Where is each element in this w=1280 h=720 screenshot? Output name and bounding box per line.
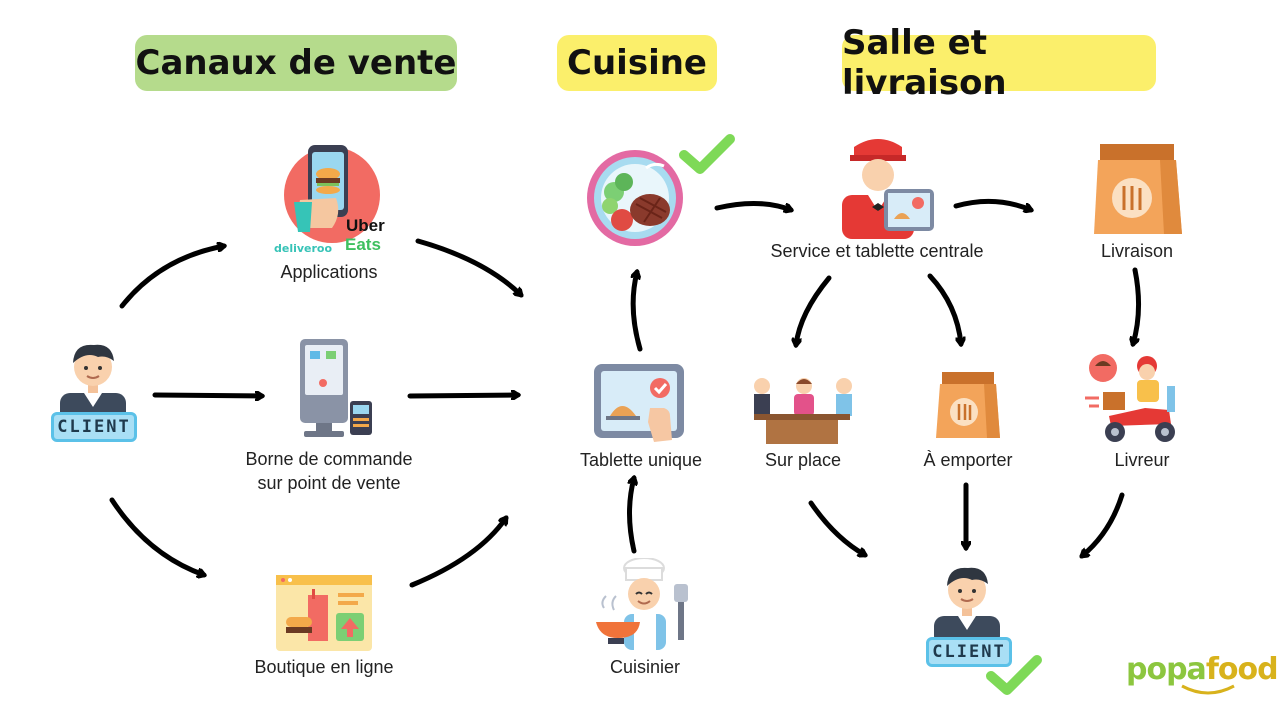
check-client-icon: [986, 655, 1042, 695]
dish-icon: [587, 150, 683, 246]
label-tablette-unique: Tablette unique: [579, 450, 703, 470]
arrow-dish-to-service: [714, 200, 791, 210]
delivery-bag-icon: [1094, 144, 1182, 234]
eats-logo: Eats: [345, 235, 381, 254]
arrow-service-to-dinein: [796, 275, 832, 345]
cook-icon: [596, 558, 688, 650]
arrow-client-to-kiosk: [152, 395, 262, 396]
logo-food: food: [1205, 652, 1279, 687]
dine-in-table-icon: [754, 378, 852, 444]
kiosk-icon: [300, 339, 372, 437]
arrow-service-to-delivery: [953, 198, 1031, 210]
waiter-tablet-icon: [842, 139, 934, 239]
label-cuisinier: Cuisinier: [609, 657, 681, 677]
label-sur-place: Sur place: [764, 450, 842, 470]
arrow-shop-to-tablet: [409, 518, 509, 588]
arrow-delivery-to-courier: [1133, 267, 1142, 344]
header-canaux-de-vente: Canaux de vente: [135, 35, 457, 91]
label-applications: Applications: [280, 262, 378, 282]
header-salle-et-livraison: Salle et livraison: [842, 23, 1156, 103]
header-cuisine: Cuisine: [557, 35, 717, 91]
logo-smile-icon: [1181, 684, 1235, 695]
arrow-tablet-to-dish: [633, 272, 643, 352]
check-kitchen-icon: [679, 134, 735, 174]
delivery-apps-icon: [284, 145, 380, 243]
arrow-kiosk-to-tablet: [407, 395, 518, 396]
tablet-icon: [594, 364, 684, 442]
client-badge-start: CLIENT: [51, 412, 137, 442]
online-shop-icon: [276, 575, 372, 651]
courier-scooter-icon: [1085, 354, 1175, 442]
label-borne-line1: Borne de commande: [245, 449, 413, 469]
label-borne-line2: sur point de vente: [257, 473, 401, 493]
popafood-logo: popafood: [1126, 652, 1279, 687]
label-a-emporter: À emporter: [923, 450, 1013, 470]
arrow-service-to-takeaway: [927, 273, 961, 344]
deliveroo-logo: deliveroo: [274, 242, 333, 255]
label-boutique: Boutique en ligne: [254, 657, 394, 677]
logo-popa: popa: [1126, 652, 1207, 687]
label-livraison: Livraison: [1100, 241, 1174, 261]
takeaway-bag-icon: [936, 372, 1000, 438]
arrow-dinein-to-client: [808, 500, 865, 555]
arrow-apps-to-tablet: [415, 238, 524, 298]
arrow-cook-to-tablet: [627, 478, 635, 554]
arrow-client-to-apps: [119, 246, 224, 309]
uber-logo: Uber: [346, 216, 385, 235]
client-badge-end: CLIENT: [926, 637, 1012, 667]
client-person-icon-end: [934, 567, 1000, 645]
arrow-courier-to-client: [1082, 492, 1125, 559]
arrow-client-to-shop: [109, 497, 204, 575]
label-service-tablette: Service et tablette centrale: [770, 241, 984, 261]
label-livreur: Livreur: [1114, 450, 1170, 470]
